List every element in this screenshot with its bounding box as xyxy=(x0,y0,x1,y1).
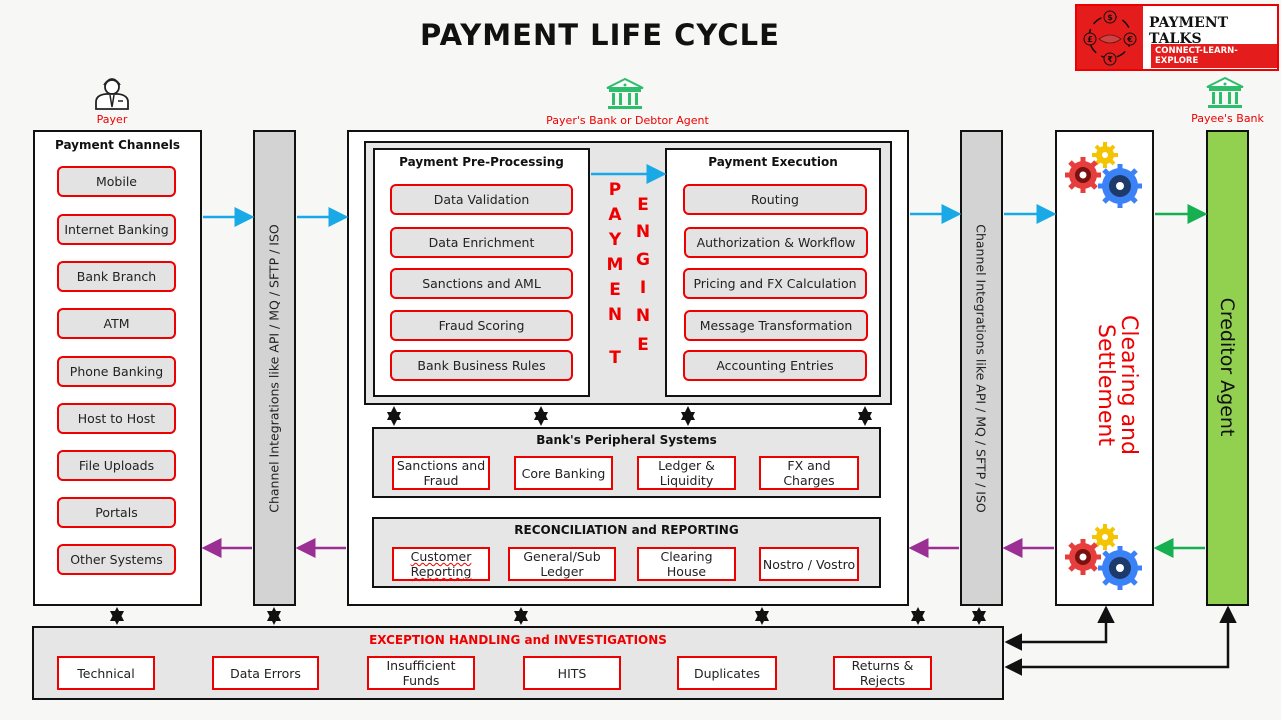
exception-handling-title: EXCEPTION HANDLING and INVESTIGATIONS xyxy=(369,633,667,647)
channel-item: Portals xyxy=(57,497,176,528)
bank-icon xyxy=(604,77,646,111)
channel-item: Bank Branch xyxy=(57,261,176,292)
channel-item: Internet Banking xyxy=(57,214,176,245)
execution-title: Payment Execution xyxy=(708,155,838,169)
engine-letter: Y xyxy=(608,230,622,250)
engine-letter: M xyxy=(606,255,624,275)
engine-letter: T xyxy=(609,348,621,368)
clearing-settlement-label: Clearing and Settlement xyxy=(1092,315,1141,455)
bank-icon xyxy=(1204,76,1246,110)
execution-item: Authorization & Workflow xyxy=(684,227,868,258)
svg-text:₹: ₹ xyxy=(1107,55,1113,64)
creditor-agent-panel xyxy=(1206,130,1249,606)
peripheral-item: Ledger & Liquidity xyxy=(637,456,736,490)
exception-item: HITS xyxy=(523,656,621,690)
execution-item: Routing xyxy=(683,184,867,215)
channel-integration-left-label: Channel Integrations like API / MQ / SFT… xyxy=(266,224,282,513)
gears-icon xyxy=(1064,522,1146,592)
svg-text:€: € xyxy=(1126,35,1133,44)
currency-cycle-handshake-icon: $ € ₹ £ xyxy=(1077,6,1143,69)
reconciliation-item: Clearing House xyxy=(637,547,736,581)
channel-item: Other Systems xyxy=(57,544,176,575)
execution-item: Accounting Entries xyxy=(683,350,867,381)
exception-item: Returns & Rejects xyxy=(833,656,932,690)
exception-item: Data Errors xyxy=(212,656,319,690)
pre-processing-item: Data Enrichment xyxy=(390,227,573,258)
execution-item: Message Transformation xyxy=(684,310,868,341)
exception-item: Insufficient Funds xyxy=(367,656,475,690)
pre-processing-item: Fraud Scoring xyxy=(390,310,573,341)
payer-bank-label: Payer's Bank or Debtor Agent xyxy=(546,114,709,127)
logo-tagline: CONNECT-LEARN-EXPLORE xyxy=(1151,44,1277,68)
channel-item: ATM xyxy=(57,308,176,339)
channel-integration-left xyxy=(253,130,296,606)
pre-processing-item: Data Validation xyxy=(390,184,573,215)
peripheral-item: Sanctions and Fraud xyxy=(392,456,490,490)
channel-item: Mobile xyxy=(57,166,176,197)
gears-icon xyxy=(1064,140,1146,210)
engine-letter: E xyxy=(609,280,621,300)
logo-title: PAYMENT TALKS xyxy=(1149,15,1229,47)
pre-processing-title: Payment Pre-Processing xyxy=(399,155,564,169)
engine-letter: N xyxy=(607,305,623,325)
payment-channels-title: Payment Channels xyxy=(54,138,181,152)
exception-item: Duplicates xyxy=(677,656,777,690)
channel-item: Host to Host xyxy=(57,403,176,434)
execution-item: Pricing and FX Calculation xyxy=(683,268,867,299)
engine-letter: N xyxy=(635,306,651,326)
creditor-agent-label: Creditor Agent xyxy=(1216,297,1238,437)
reconciliation-title: RECONCILIATION and REPORTING xyxy=(514,523,739,537)
peripheral-item: Core Banking xyxy=(514,456,613,490)
svg-text:£: £ xyxy=(1087,35,1093,44)
engine-letter: G xyxy=(636,250,650,270)
engine-letter: N xyxy=(635,222,651,242)
reconciliation-item: Customer Reporting xyxy=(392,547,490,581)
peripheral-item: FX and Charges xyxy=(759,456,859,490)
page-title: PAYMENT LIFE CYCLE xyxy=(420,18,780,52)
channel-item: Phone Banking xyxy=(57,356,176,387)
pre-processing-item: Bank Business Rules xyxy=(390,350,573,381)
engine-letter: P xyxy=(608,180,622,200)
channel-integration-right xyxy=(960,130,1003,606)
reconciliation-item: General/Sub Ledger xyxy=(508,547,616,581)
engine-letter: E xyxy=(637,195,649,215)
engine-letter: E xyxy=(637,335,649,355)
svg-text:$: $ xyxy=(1107,13,1113,22)
channel-item: File Uploads xyxy=(57,450,176,481)
engine-letter: I xyxy=(639,278,647,298)
payee-bank-label: Payee's Bank xyxy=(1191,112,1264,125)
engine-letter: A xyxy=(608,205,622,225)
exception-item: Technical xyxy=(57,656,155,690)
pre-processing-item: Sanctions and AML xyxy=(390,268,573,299)
payment-talks-logo: $ € ₹ £ PAYMENT TALKS CONNECT-LEARN-EXPL… xyxy=(1075,4,1279,71)
person-icon xyxy=(91,74,133,110)
peripheral-title: Bank's Peripheral Systems xyxy=(536,433,717,447)
exception-return-arrows xyxy=(1004,605,1237,676)
channel-integration-right-label: Channel Integrations like API / MQ / SFT… xyxy=(973,224,989,513)
payer-label: Payer xyxy=(96,113,128,126)
reconciliation-item: Nostro / Vostro xyxy=(759,547,859,581)
